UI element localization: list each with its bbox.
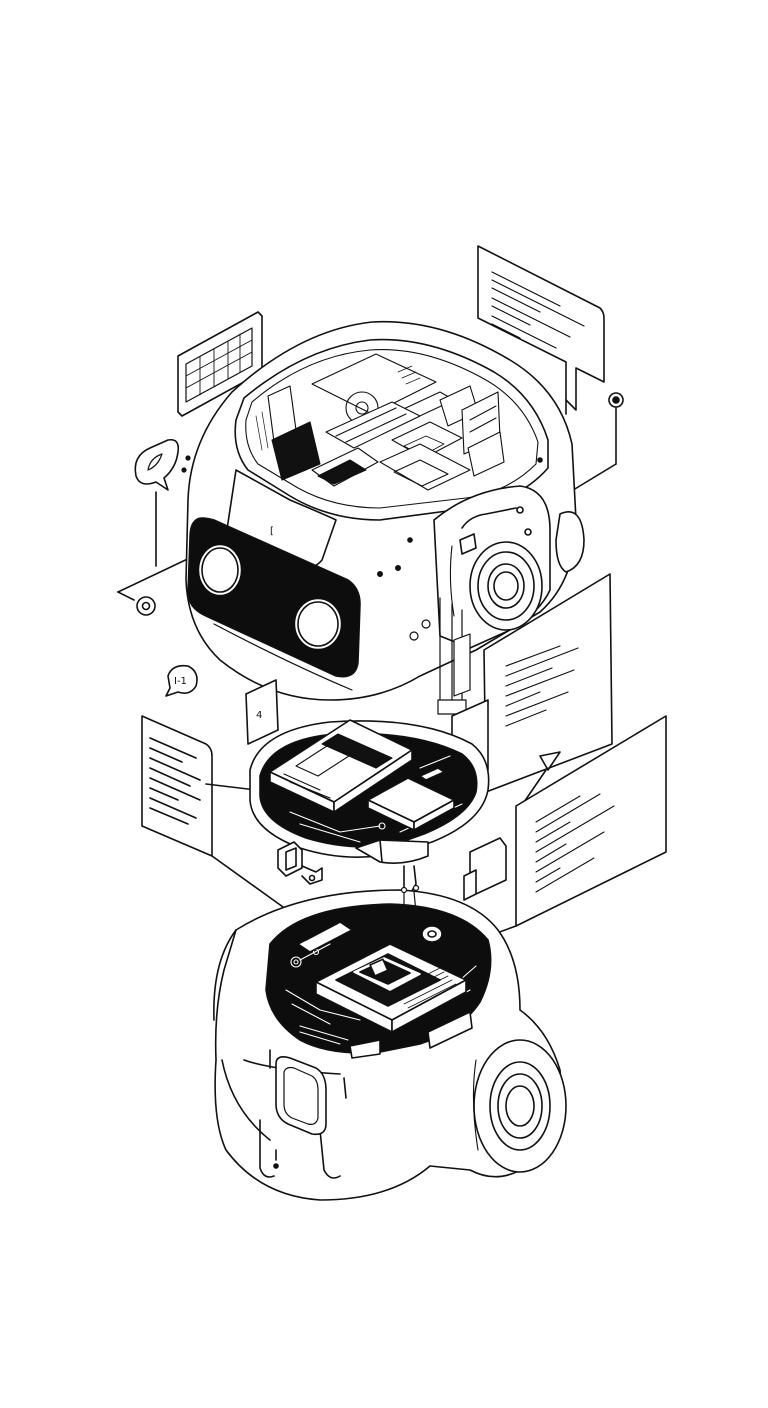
- connector-leads: [400, 884, 420, 913]
- eye-visor: [187, 517, 361, 678]
- text-lines-icon: [535, 793, 615, 893]
- wheel-icon: [473, 1039, 567, 1173]
- callout-small-card: 4: [245, 679, 279, 745]
- document-icon: [141, 715, 213, 857]
- callout-speech-bubble: [117, 438, 237, 616]
- callout-top-right-panel: [477, 245, 624, 499]
- connector-icon: [277, 841, 303, 877]
- calendar-icon: [185, 327, 253, 403]
- top-shell-with-boards: [: [185, 320, 585, 715]
- bottom-base-with-mainboard: [213, 889, 567, 1201]
- main-chip: [315, 943, 467, 1033]
- callout-connector-chip: [277, 841, 323, 885]
- small-card-label: 4: [256, 710, 262, 721]
- internal-boards: [255, 353, 505, 491]
- rear-wheel: [472, 1039, 567, 1173]
- connector-ring-icon: [136, 596, 156, 616]
- callout-chat-tag: I-1: [165, 664, 198, 697]
- camera-lens-icon: [469, 541, 543, 631]
- callout-right-lower-panel: [463, 715, 667, 943]
- text-lines-icon: [491, 271, 585, 349]
- side-camera-lens: [449, 506, 543, 631]
- middle-board-plate: [249, 719, 490, 895]
- front-port: [275, 1056, 327, 1136]
- head-slot-mark: [: [270, 526, 274, 537]
- chat-tag-label: I-1: [174, 676, 187, 687]
- speech-bubble-icon: [134, 438, 180, 491]
- text-lines-icon: [505, 645, 579, 727]
- callout-calendar-card: [177, 311, 263, 417]
- callout-left-doc-card: [141, 715, 291, 913]
